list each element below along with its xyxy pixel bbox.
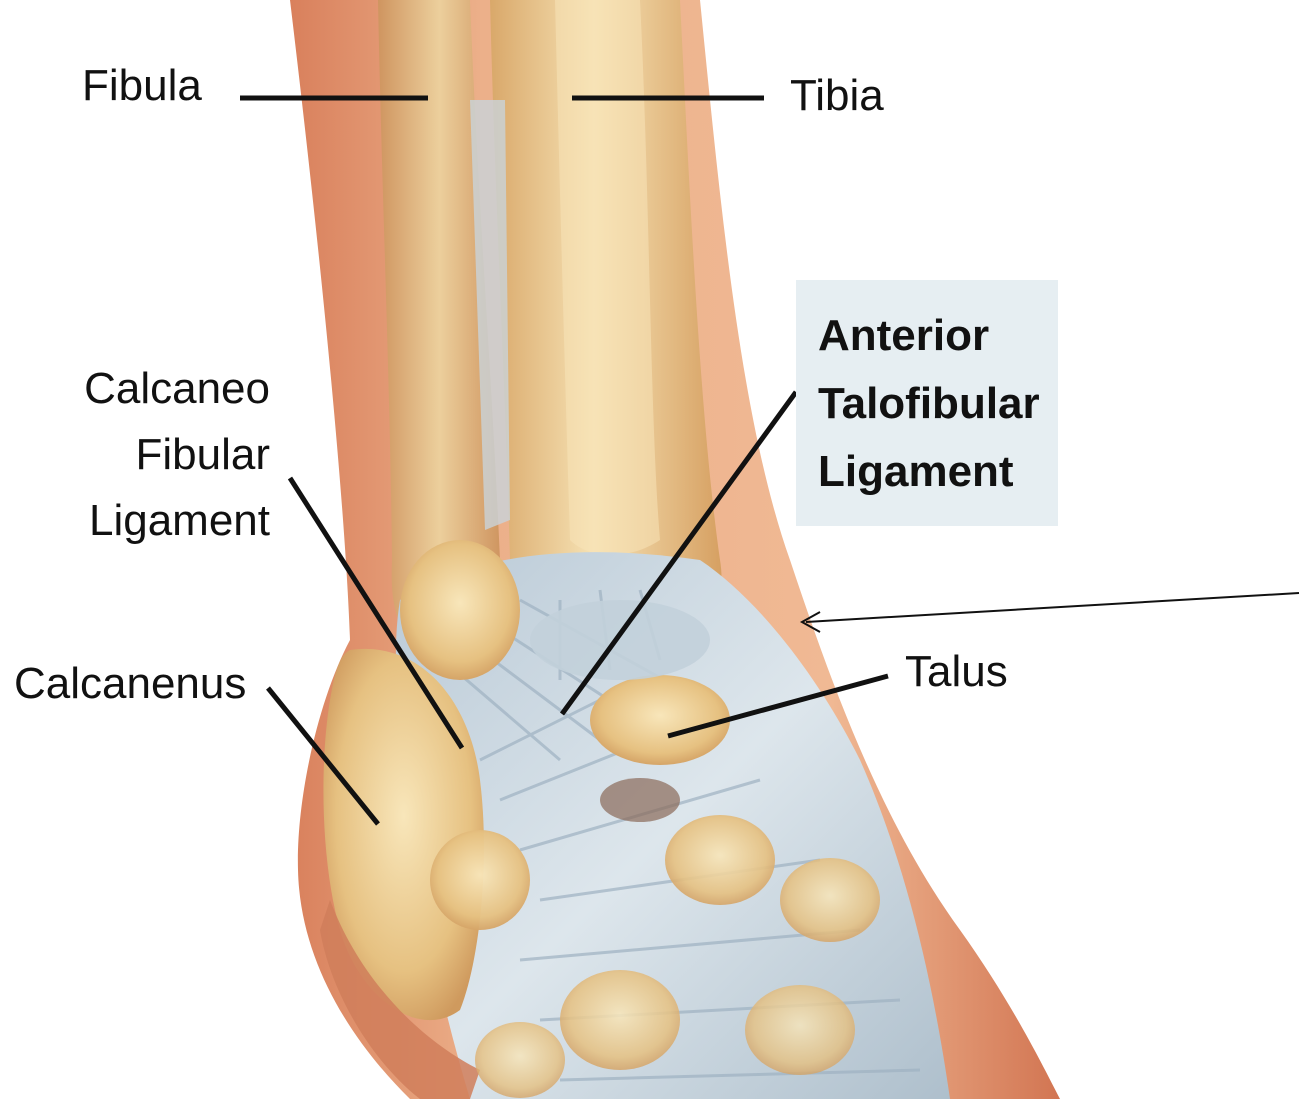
atfl-line-3: Ligament (818, 438, 1040, 506)
calcaneofibular-line-3: Ligament (60, 488, 270, 554)
atfl-line-2: Talofibular (818, 370, 1040, 438)
calcanenus-label-text: Calcanenus (14, 659, 246, 708)
tibia-label: Tibia (790, 74, 884, 118)
anterior-talofibular-ligament-label: Anterior Talofibular Ligament (818, 302, 1040, 506)
calcaneofibular-line-1: Calcaneo (60, 356, 270, 422)
pointer-arrow-line (806, 593, 1299, 622)
atfl-line-1: Anterior (818, 302, 1040, 370)
fibula-label: Fibula (82, 64, 202, 108)
fibula-label-text: Fibula (82, 61, 202, 110)
calcaneofibular-ligament-label: Calcaneo Fibular Ligament (60, 356, 270, 554)
tibia-label-text: Tibia (790, 71, 884, 120)
talus-label-text: Talus (905, 647, 1008, 696)
lateral-malleolus (400, 540, 520, 680)
calcanenus-label: Calcanenus (14, 662, 246, 706)
calcaneofibular-line-2: Fibular (60, 422, 270, 488)
talus-label: Talus (905, 650, 1008, 694)
talus-bone (590, 675, 730, 765)
